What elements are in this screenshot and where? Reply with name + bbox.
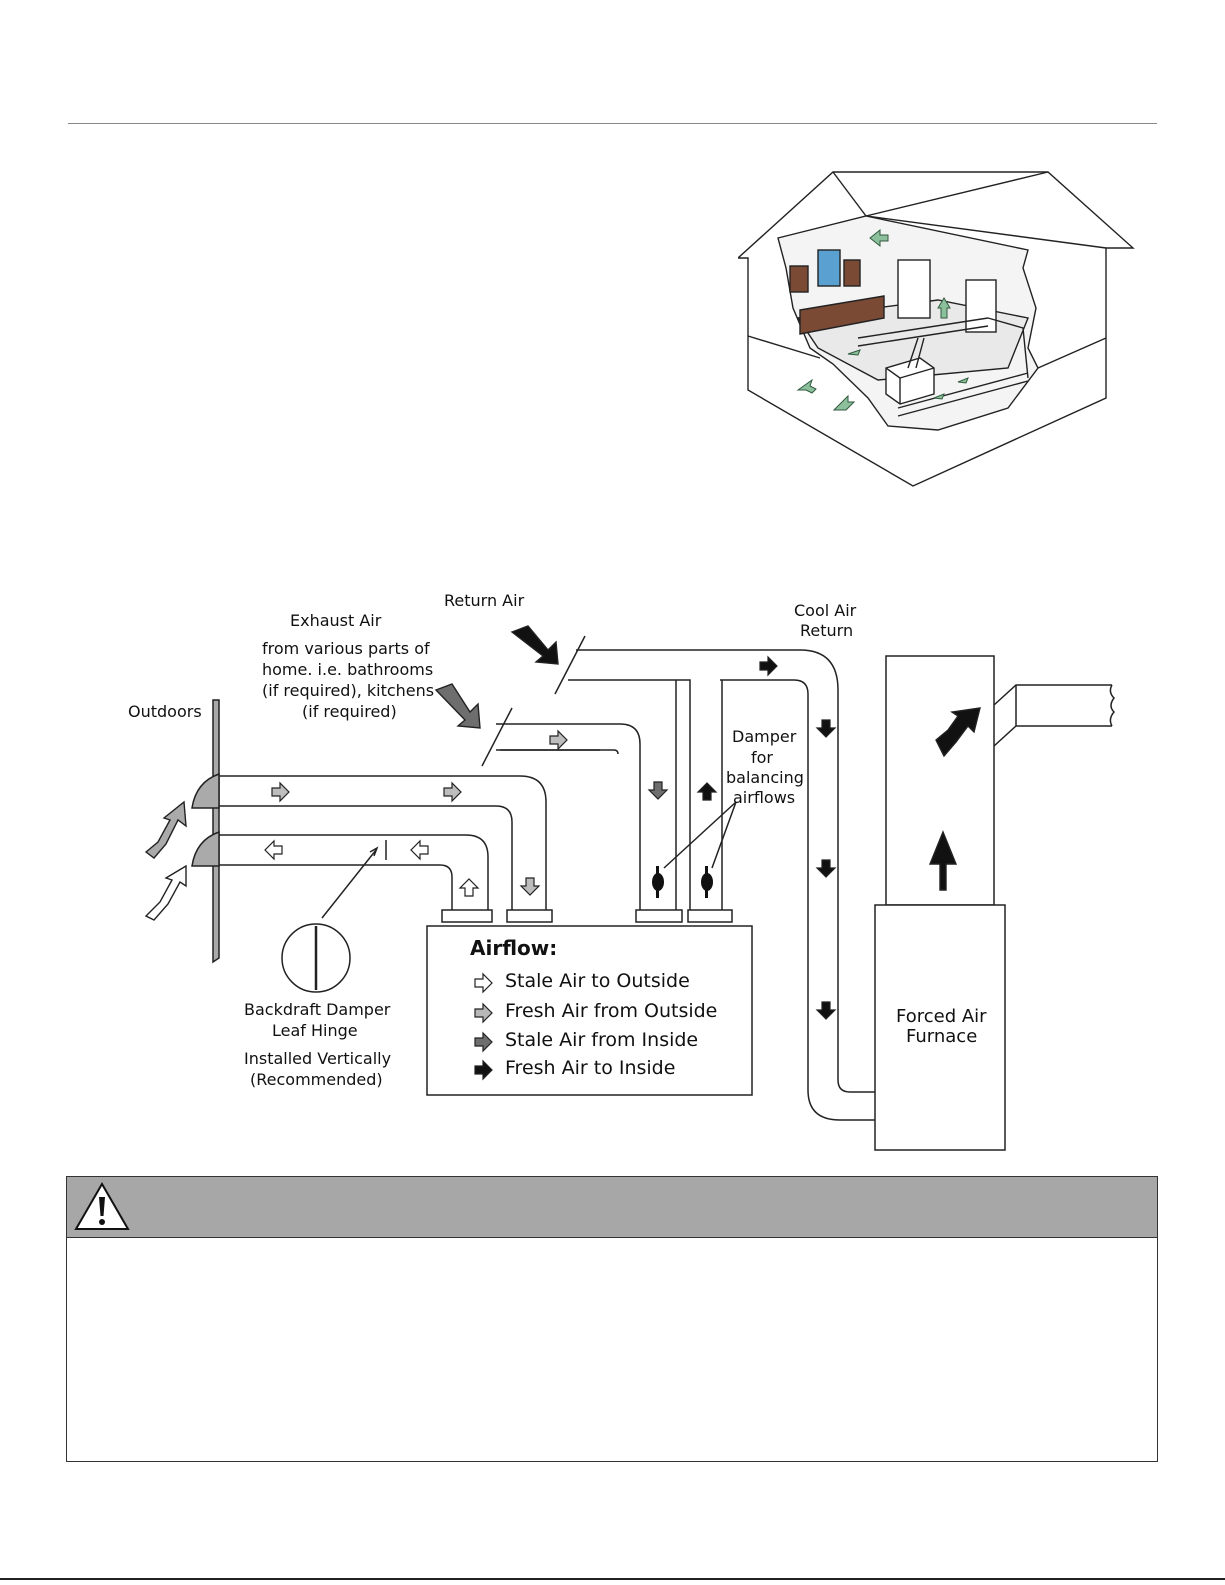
damper-label-line-3: balancing — [726, 768, 804, 787]
warning-box — [66, 1176, 1158, 1462]
exhaust-desc-line-4: (if required) — [302, 702, 397, 721]
damper-label-line-2: for — [751, 748, 773, 767]
legend-item-fresh-to-inside: Fresh Air to Inside — [505, 1057, 676, 1079]
installed-label-line-1: Installed Vertically — [244, 1049, 392, 1068]
duct-layout — [144, 625, 1116, 1151]
outdoors-label: Outdoors — [128, 702, 202, 721]
backdraft-label-line-1: Backdraft Damper — [244, 1000, 391, 1019]
warning-header-bar — [67, 1177, 1157, 1238]
furnace-label-line-1: Forced Air — [896, 1006, 987, 1027]
legend-item-stale-to-outside: Stale Air to Outside — [505, 970, 690, 992]
house-cutaway-illustration — [738, 171, 1135, 487]
warning-triangle-icon — [74, 1182, 130, 1230]
legend-title: Airflow: — [470, 936, 558, 960]
exhaust-desc-line-1: from various parts of — [262, 639, 430, 658]
backdraft-label-line-2: Leaf Hinge — [272, 1021, 358, 1040]
legend-item-stale-from-inside: Stale Air from Inside — [505, 1029, 699, 1051]
exhaust-air-label: Exhaust Air — [290, 611, 382, 630]
furnace-label-line-2: Furnace — [906, 1026, 978, 1047]
installed-label-line-2: (Recommended) — [250, 1070, 383, 1089]
cool-air-label-line-1: Cool Air — [794, 601, 857, 620]
legend-item-fresh-from-outside: Fresh Air from Outside — [505, 1000, 718, 1022]
exhaust-desc-line-2: home. i.e. bathrooms — [262, 660, 434, 679]
top-rule — [68, 123, 1157, 124]
bottom-rule — [0, 1578, 1225, 1580]
cool-air-label-line-2: Return — [800, 621, 854, 640]
exhaust-desc-line-3: (if required), kitchens — [262, 681, 435, 700]
ventilation-diagram: Return Air Exhaust Air from various part… — [0, 580, 1225, 1160]
return-air-label: Return Air — [444, 591, 525, 610]
damper-label-line-4: airflows — [733, 788, 796, 807]
damper-label-line-1: Damper — [732, 727, 797, 746]
